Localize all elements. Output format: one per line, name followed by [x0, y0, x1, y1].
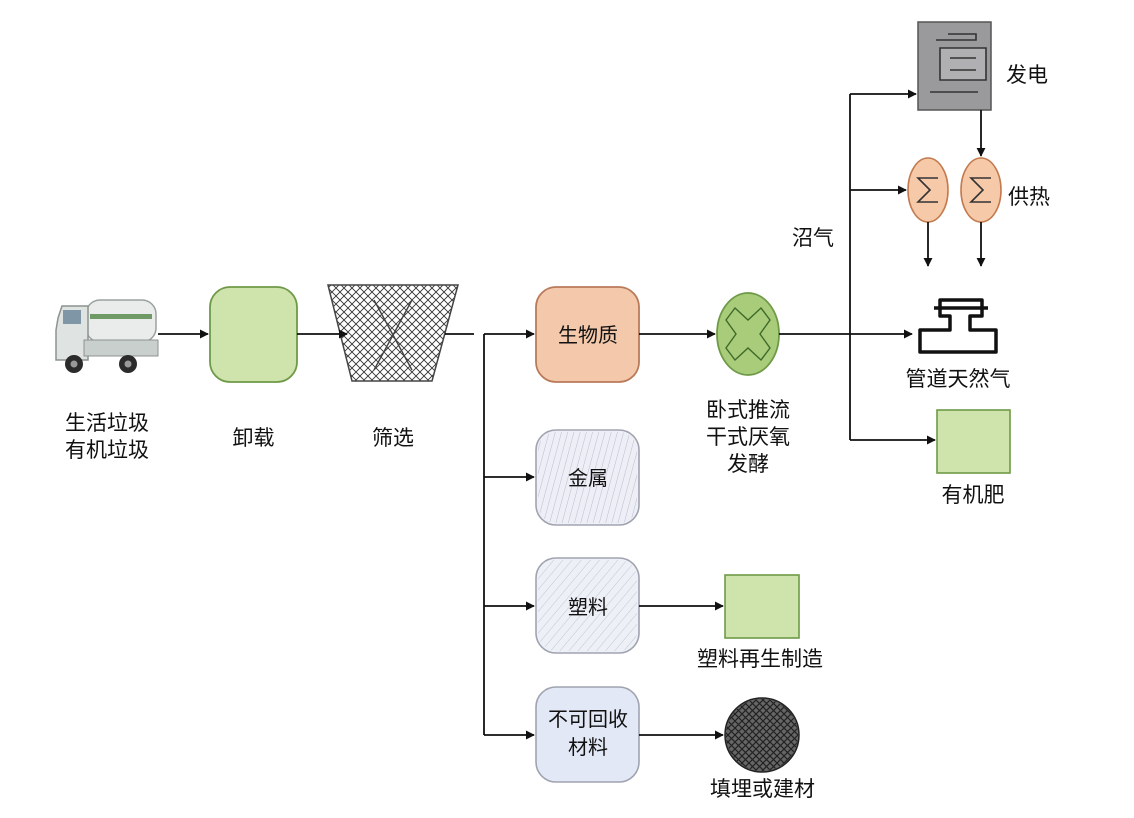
source-label: 生活垃圾 有机垃圾 — [52, 410, 162, 464]
plastic-recycle-label: 塑料再生制造 — [697, 647, 823, 671]
landfill-hatch — [726, 699, 798, 771]
nonrecyclable-label-line1: 不可回收 — [548, 707, 628, 731]
power-label: 发电 — [1006, 63, 1048, 87]
unload-box — [209, 286, 298, 383]
connectors — [158, 89, 986, 740]
heat-exchanger-icon-2 — [960, 157, 1002, 223]
screen-hopper-icon — [327, 284, 459, 382]
plastic-recycle-box — [724, 574, 800, 639]
digester-icon — [716, 292, 780, 376]
plastic-label: 塑料 — [568, 595, 608, 619]
heat-exchanger-icon — [907, 157, 949, 223]
gas-pipeline-icon — [918, 298, 998, 354]
digest-label-line3: 发酵 — [727, 452, 769, 476]
unload-label: 卸载 — [232, 426, 275, 450]
digest-label-line1: 卧式推流 — [706, 398, 790, 422]
biomass-label: 生物质 — [558, 323, 618, 347]
digest-label-line2: 干式厌氧 — [706, 425, 790, 449]
generator-icon — [917, 21, 992, 111]
source-label-line1: 生活垃圾 — [65, 411, 149, 435]
biogas-label: 沼气 — [792, 226, 834, 250]
source-label-line2: 有机垃圾 — [65, 438, 149, 462]
pipeline-gas-label: 管道天然气 — [905, 367, 1011, 391]
truck-icon — [55, 299, 159, 373]
plastic-box — [535, 557, 640, 654]
fertilizer-label: 有机肥 — [941, 483, 1005, 507]
landfill-label: 填埋或建材 — [710, 777, 815, 801]
digest-label: 卧式推流 干式厌氧 发酵 — [688, 397, 808, 478]
metal-box — [535, 429, 640, 526]
screening-label: 筛选 — [372, 426, 414, 450]
fertilizer-box — [936, 409, 1011, 474]
heat-label: 供热 — [1008, 185, 1050, 209]
metal-label: 金属 — [568, 466, 608, 490]
nonrecyclable-label-line2: 材料 — [568, 735, 608, 759]
